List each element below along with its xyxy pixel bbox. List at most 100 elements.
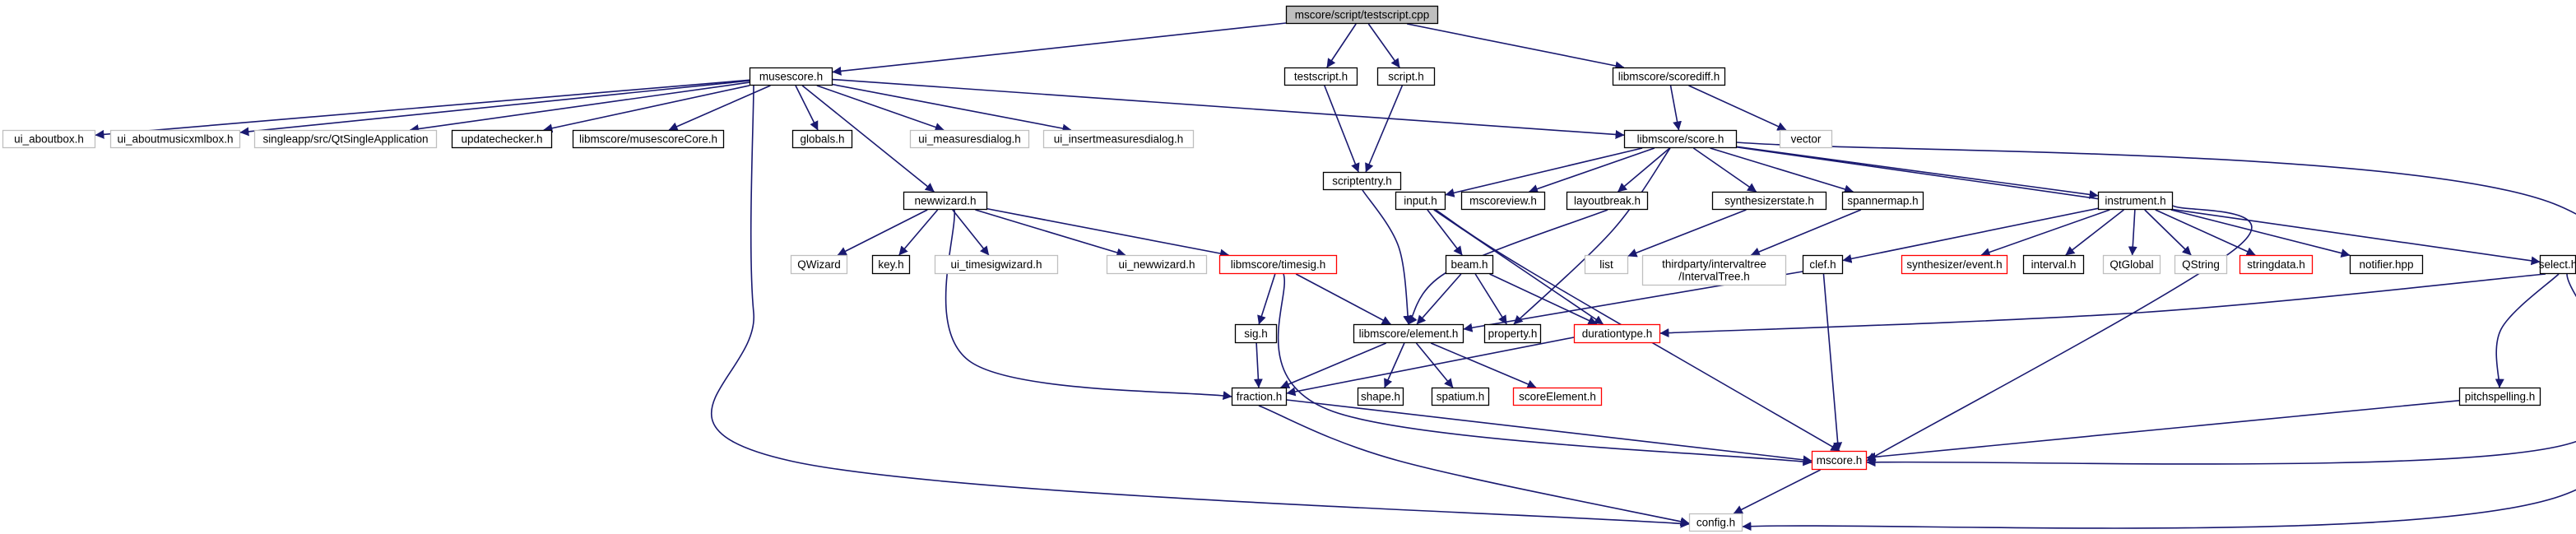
node-ui_newwizard_h[interactable]: ui_newwizard.h bbox=[1106, 254, 1208, 275]
node-musescorecore_h[interactable]: libmscore/musescoreCore.h bbox=[572, 129, 725, 149]
node-box bbox=[1285, 5, 1439, 25]
node-qtsingleapp[interactable]: singleapp/src/QtSingleApplication bbox=[253, 129, 438, 149]
node-label: notifier.hpp bbox=[2359, 258, 2413, 271]
node-list[interactable]: list bbox=[1584, 254, 1629, 275]
node-instrument_h[interactable]: instrument.h bbox=[2097, 191, 2174, 211]
node-testscript_cpp[interactable]: mscore/script/testscript.cpp bbox=[1285, 5, 1439, 25]
node-ui_aboutmusicxmlbox_h[interactable]: ui_aboutmusicxmlbox.h bbox=[109, 129, 241, 149]
node-box bbox=[1711, 191, 1827, 211]
node-input_h[interactable]: input.h bbox=[1395, 191, 1446, 211]
node-qstring[interactable]: QString bbox=[2174, 254, 2228, 275]
node-box bbox=[1042, 129, 1195, 149]
node-synth_event_h[interactable]: synthesizer/event.h bbox=[1901, 254, 2008, 275]
edge-musescore_h-to-config_h bbox=[710, 85, 1690, 528]
node-qwizard[interactable]: QWizard bbox=[790, 254, 848, 275]
node-mscoreview_h[interactable]: mscoreview.h bbox=[1460, 191, 1546, 211]
node-label: spannermap.h bbox=[1847, 195, 1918, 207]
node-ui_measuresdialog_h[interactable]: ui_measuresdialog.h bbox=[909, 129, 1030, 149]
node-box bbox=[1283, 67, 1358, 86]
node-label: libmscore/score.h bbox=[1637, 133, 1724, 146]
node-spatium_h[interactable]: spatium.h bbox=[1431, 387, 1490, 406]
edge-script_h-to-scriptentry_h bbox=[1365, 85, 1404, 173]
node-sig_h[interactable]: sig.h bbox=[1234, 323, 1278, 344]
node-ui_insertmeasuresdialog_h[interactable]: ui_insertmeasuresdialog.h bbox=[1042, 129, 1195, 149]
node-label: QString bbox=[2182, 258, 2220, 271]
node-label: QWizard bbox=[797, 258, 841, 271]
node-select_h[interactable]: select.h bbox=[2539, 254, 2576, 275]
node-label: script.h bbox=[1388, 71, 1424, 83]
node-musescore_h[interactable]: musescore.h bbox=[749, 67, 833, 86]
node-config_h[interactable]: config.h bbox=[1688, 513, 1743, 532]
edge-element_h-to-fraction_h bbox=[1280, 342, 1387, 389]
node-spannermap_h[interactable]: spannermap.h bbox=[1841, 191, 1924, 211]
node-synthesizerstate_h[interactable]: synthesizerstate.h bbox=[1711, 191, 1827, 211]
node-label: stringdata.h bbox=[2247, 258, 2305, 271]
edge-testscript_cpp-to-musescore_h bbox=[832, 22, 1287, 76]
node-pitchspelling_h[interactable]: pitchspelling.h bbox=[2458, 387, 2541, 406]
node-notifier_hpp[interactable]: notifier.hpp bbox=[2349, 254, 2424, 275]
node-testscript_h[interactable]: testscript.h bbox=[1283, 67, 1358, 86]
node-label: key.h bbox=[878, 258, 903, 271]
node-shape_h[interactable]: shape.h bbox=[1357, 387, 1404, 406]
node-box bbox=[1353, 323, 1464, 344]
node-box bbox=[1623, 129, 1738, 149]
node-box bbox=[1431, 387, 1490, 406]
node-box bbox=[1322, 171, 1402, 191]
node-box bbox=[1376, 67, 1436, 86]
edge-scorediff_h-to-score_h bbox=[1669, 85, 1682, 131]
node-beam_h[interactable]: beam.h bbox=[1445, 254, 1494, 275]
node-mscore_h[interactable]: mscore.h bbox=[1811, 450, 1868, 471]
node-scoreelement_h[interactable]: scoreElement.h bbox=[1512, 387, 1603, 406]
node-ui_timesigwizard_h[interactable]: ui_timesigwizard.h bbox=[934, 254, 1059, 275]
node-box bbox=[1106, 254, 1208, 275]
node-fraction_h[interactable]: fraction.h bbox=[1231, 387, 1288, 406]
node-label: config.h bbox=[1696, 517, 1735, 529]
node-box bbox=[572, 129, 725, 149]
node-box bbox=[1841, 191, 1924, 211]
node-property_h[interactable]: property.h bbox=[1483, 323, 1542, 344]
node-layoutbreak_h[interactable]: layoutbreak.h bbox=[1566, 191, 1649, 211]
node-scriptentry_h[interactable]: scriptentry.h bbox=[1322, 171, 1402, 191]
node-label: ui_newwizard.h bbox=[1118, 258, 1195, 271]
node-vector[interactable]: vector bbox=[1779, 129, 1833, 149]
node-intervaltree_h[interactable]: thirdparty/intervaltree/IntervalTree.h bbox=[1641, 254, 1787, 286]
node-label: pitchspelling.h bbox=[2465, 391, 2536, 403]
node-label: scriptentry.h bbox=[1332, 175, 1392, 188]
node-key_h[interactable]: key.h bbox=[871, 254, 911, 275]
node-element_h[interactable]: libmscore/element.h bbox=[1353, 323, 1464, 344]
node-label: libmscore/timesig.h bbox=[1231, 258, 1326, 271]
edge-score_h-to-property_h bbox=[1513, 147, 1671, 325]
node-ui_aboutbox_h[interactable]: ui_aboutbox.h bbox=[2, 129, 96, 149]
node-newwizard_h[interactable]: newwizard.h bbox=[903, 191, 988, 211]
node-script_h[interactable]: script.h bbox=[1376, 67, 1436, 86]
node-box bbox=[2102, 254, 2161, 275]
node-label: thirdparty/intervaltree bbox=[1662, 258, 1766, 271]
node-durationtype_h[interactable]: durationtype.h bbox=[1573, 323, 1661, 344]
edge-testscript_h-to-scriptentry_h bbox=[1324, 85, 1360, 173]
edge-newwizard_h-to-timesig_h bbox=[986, 207, 1230, 258]
node-label: select.h bbox=[2539, 258, 2576, 271]
node-timesig_h[interactable]: libmscore/timesig.h bbox=[1218, 254, 1338, 275]
node-label: layoutbreak.h bbox=[1574, 195, 1641, 207]
node-label: newwizard.h bbox=[914, 195, 976, 207]
node-scorediff_h[interactable]: libmscore/scorediff.h bbox=[1612, 67, 1726, 86]
node-stringdata_h[interactable]: stringdata.h bbox=[2239, 254, 2314, 275]
node-label: scoreElement.h bbox=[1519, 391, 1596, 403]
node-label: shape.h bbox=[1361, 391, 1400, 403]
node-globals_h[interactable]: globals.h bbox=[791, 129, 853, 149]
edge-score_h-to-synthesizerstate_h bbox=[1692, 147, 1757, 193]
node-box bbox=[2, 129, 96, 149]
node-label: libmscore/element.h bbox=[1359, 327, 1459, 340]
node-box bbox=[2022, 254, 2085, 275]
node-clef_h[interactable]: clef.h bbox=[1802, 254, 1844, 275]
node-label: updatechecker.h bbox=[461, 133, 542, 146]
node-box bbox=[1395, 191, 1446, 211]
node-label: property.h bbox=[1488, 327, 1538, 340]
edge-musescore_h-to-updatechecker_h bbox=[543, 85, 750, 133]
edge-score_h-to-instrument_h bbox=[1736, 146, 2099, 199]
node-updatechecker_h[interactable]: updatechecker.h bbox=[451, 129, 553, 149]
node-interval_h[interactable]: interval.h bbox=[2022, 254, 2085, 275]
node-box bbox=[1612, 67, 1726, 86]
node-score_h[interactable]: libmscore/score.h bbox=[1623, 129, 1738, 149]
node-qtglobal[interactable]: QtGlobal bbox=[2102, 254, 2161, 275]
